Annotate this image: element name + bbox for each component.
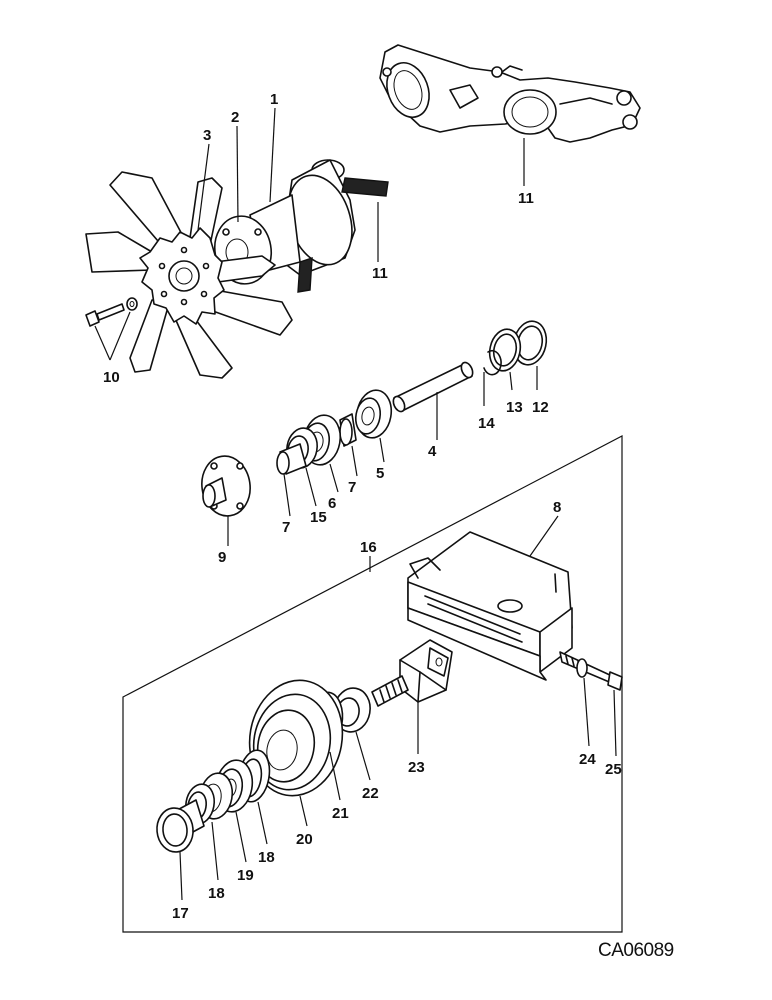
pulley-hub-part-15	[201, 455, 251, 517]
shaft-end-part-13	[276, 443, 307, 475]
callout-13: 7	[282, 519, 290, 536]
assembly-outline-part-16	[122, 435, 623, 933]
callout-25: 25	[605, 761, 622, 778]
callout-24: 24	[579, 751, 596, 768]
idler-pulley-part-20	[248, 679, 344, 797]
spacer-part-12	[339, 413, 357, 447]
callout-23: 23	[408, 759, 425, 776]
callout-21: 21	[332, 805, 349, 822]
leader-lines	[94, 107, 617, 901]
callout-14: 8	[553, 499, 561, 516]
seal-part-8	[488, 328, 522, 372]
callout-3: 3	[203, 127, 211, 144]
bolt-part-25	[559, 651, 623, 691]
pivot-pin-part-17	[156, 799, 205, 853]
callout-9: 14	[478, 415, 495, 432]
callout-1: 1	[270, 91, 278, 108]
callout-10: 4	[428, 443, 437, 460]
callout-labels: 1 2 3 10 11 11 12 13 14 4 5 7 6 15 7 9 8…	[103, 91, 622, 922]
callout-18-left: 18	[208, 885, 225, 902]
callout-11-left: 6	[328, 495, 336, 512]
adjusting-block-part-23	[371, 639, 453, 707]
bearing-part-11-right	[354, 389, 393, 439]
callout-12: 7	[348, 479, 356, 496]
callout-5: 11	[372, 265, 388, 282]
pump-housing-part-6	[379, 44, 641, 143]
callout-15: 9	[218, 549, 226, 566]
callout-2: 2	[231, 109, 239, 126]
callout-16: 16	[360, 539, 377, 556]
bracket-part-14	[407, 531, 573, 681]
callout-19-left: 19	[237, 867, 254, 884]
callout-7-left: 15	[310, 509, 327, 526]
callout-18-right: 18	[258, 849, 275, 866]
retaining-ring-part-9	[483, 349, 502, 376]
callout-17: 17	[172, 905, 189, 922]
callout-8: 13	[506, 399, 523, 416]
pump-body-part-1	[249, 159, 389, 293]
callout-20: 20	[296, 831, 313, 848]
callout-7-right: 12	[532, 399, 549, 416]
callout-11-right: 5	[376, 465, 384, 482]
washer-part-24	[576, 658, 588, 678]
callout-4: 10	[103, 369, 120, 386]
fan-part-3	[85, 171, 293, 379]
shaft-part-10	[392, 361, 474, 413]
callout-6: 11	[518, 190, 534, 207]
drawing-code: CA06089	[598, 940, 674, 961]
bolt-and-washer-part-4	[85, 297, 138, 327]
callout-22: 22	[362, 785, 379, 802]
